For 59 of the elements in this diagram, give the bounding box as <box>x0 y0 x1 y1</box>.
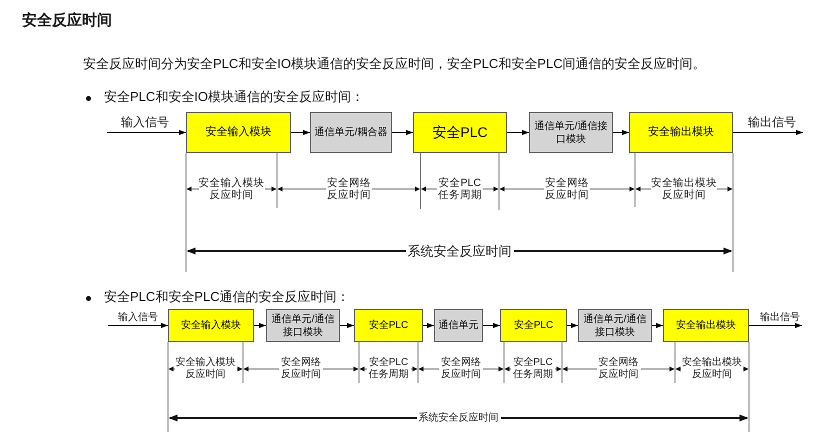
node-label: 通信单元/通信接口模块 <box>270 312 336 338</box>
node-label: 安全PLC <box>432 126 488 139</box>
node-label: 安全PLC <box>368 319 408 332</box>
arrow <box>392 130 414 136</box>
node-label: 通信单元/耦合器 <box>314 126 388 139</box>
arrow <box>254 322 266 328</box>
dimension-label: 安全网络反应时间 <box>439 357 483 381</box>
node-label: 安全输入模块 <box>181 319 241 332</box>
dimension-label: 安全PLC任务周期 <box>511 357 555 381</box>
node-label: 通信单元/通信接口模块 <box>582 312 648 338</box>
dimension-label: 安全输出模块反应时间 <box>681 357 743 381</box>
process-box <box>266 309 340 342</box>
arrow <box>108 322 168 328</box>
dimension-label: 安全PLC任务周期 <box>436 177 483 201</box>
dimension-label: 系统安全反应时间 <box>406 244 514 258</box>
arrow <box>732 130 804 136</box>
process-box <box>629 112 733 153</box>
dimension-label: 安全输出模块反应时间 <box>651 177 717 201</box>
dimension-label: 安全网络反应时间 <box>279 357 323 381</box>
process-box <box>354 309 423 342</box>
process-box <box>186 112 291 153</box>
process-box <box>663 309 749 342</box>
heading: 安全反应时间 <box>22 12 112 30</box>
node-label: 通信单元 <box>438 319 478 332</box>
arrow <box>422 322 434 328</box>
bullet-text: 安全PLC和安全PLC通信的安全反应时间： <box>104 289 350 305</box>
signal-label: 输入信号 <box>118 311 158 325</box>
dimension-label: 安全网络反应时间 <box>596 357 640 381</box>
signal-label: 输出信号 <box>748 115 796 129</box>
process-box <box>168 309 254 342</box>
process-box <box>413 112 507 153</box>
signal-label: 输出信号 <box>760 311 800 325</box>
node-label: 安全输出模块 <box>676 319 736 332</box>
process-box <box>434 309 483 342</box>
dimension-label: 安全网络反应时间 <box>544 177 590 201</box>
arrow <box>748 322 802 328</box>
arrow <box>106 130 186 136</box>
dimension-label: 安全输入模块反应时间 <box>174 357 236 381</box>
paragraph: 安全反应时间分为安全PLC和安全IO模块通信的安全反应时间，安全PLC和安全PLC间通信的安全反应时间。 <box>83 56 706 72</box>
node-label: 安全输入模块 <box>206 126 272 139</box>
arrow <box>482 322 500 328</box>
dimension-label: 安全输入模块反应时间 <box>198 177 264 201</box>
arrow <box>290 130 310 136</box>
process-box <box>529 112 613 153</box>
node-label: 通信单元/通信接口模块 <box>534 120 608 146</box>
node-label: 安全PLC <box>514 319 554 332</box>
arrow <box>340 322 354 328</box>
dimension-label: 安全网络反应时间 <box>326 177 372 201</box>
arrow <box>612 130 630 136</box>
process-box <box>578 309 652 342</box>
signal-label: 输入信号 <box>121 115 169 129</box>
dimension-label: 安全PLC任务周期 <box>366 357 410 381</box>
arrow <box>506 130 530 136</box>
bullet-text: 安全PLC和安全IO模块通信的安全反应时间： <box>104 89 364 105</box>
process-box <box>500 309 567 342</box>
process-box <box>310 112 392 153</box>
node-label: 安全输出模块 <box>648 126 714 139</box>
arrow <box>652 322 664 328</box>
arrow <box>566 322 578 328</box>
